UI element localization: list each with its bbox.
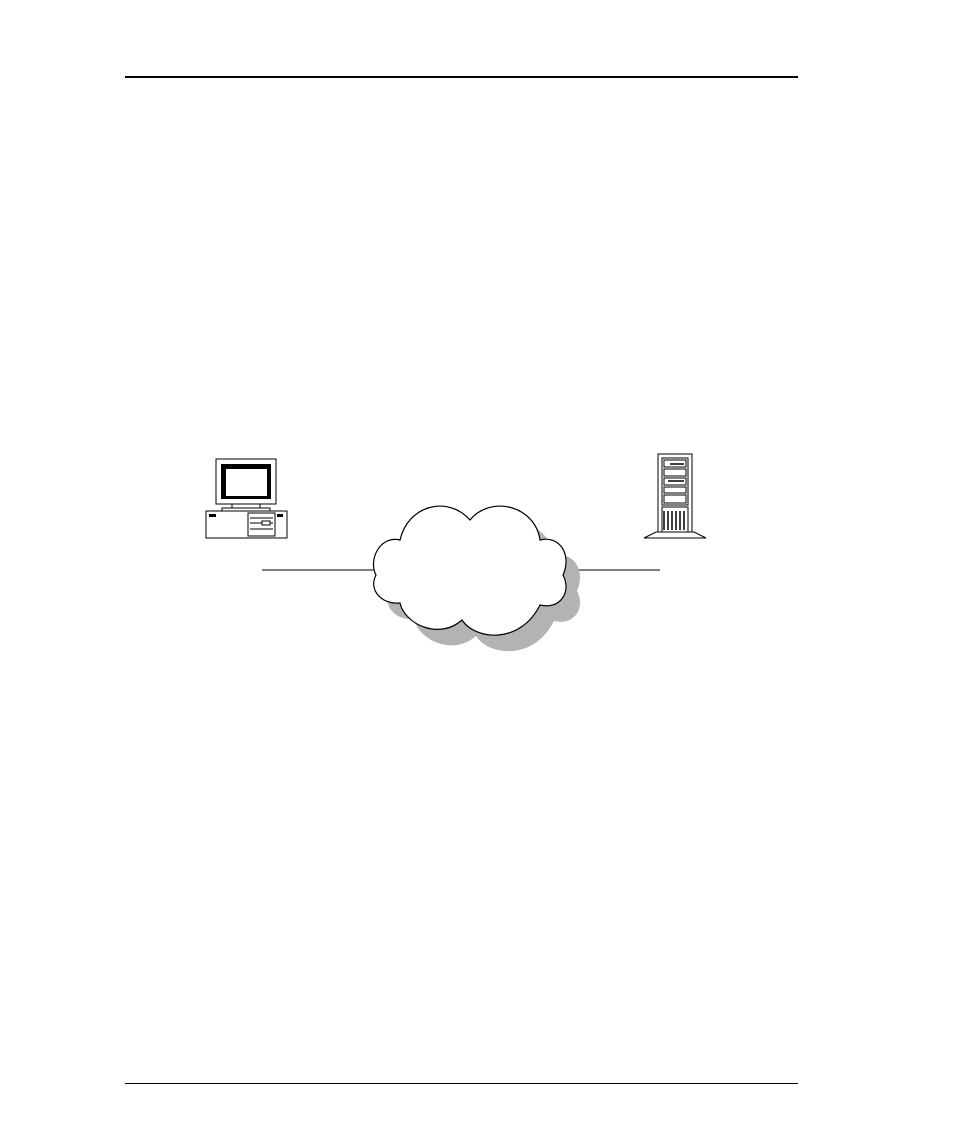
server-bay-4 <box>664 487 686 493</box>
desktop-computer-icon <box>206 459 287 538</box>
server-base <box>644 532 706 538</box>
server-bay-5 <box>664 495 686 503</box>
tower-server-icon <box>644 454 706 538</box>
cloud-icon <box>373 506 580 651</box>
server-bay-2 <box>664 469 686 476</box>
drive-slot <box>262 521 270 525</box>
unit-badge-left <box>209 514 216 517</box>
monitor-screen-inner <box>226 469 267 496</box>
footer-rule <box>125 1083 798 1084</box>
unit-badge-right <box>277 514 283 517</box>
